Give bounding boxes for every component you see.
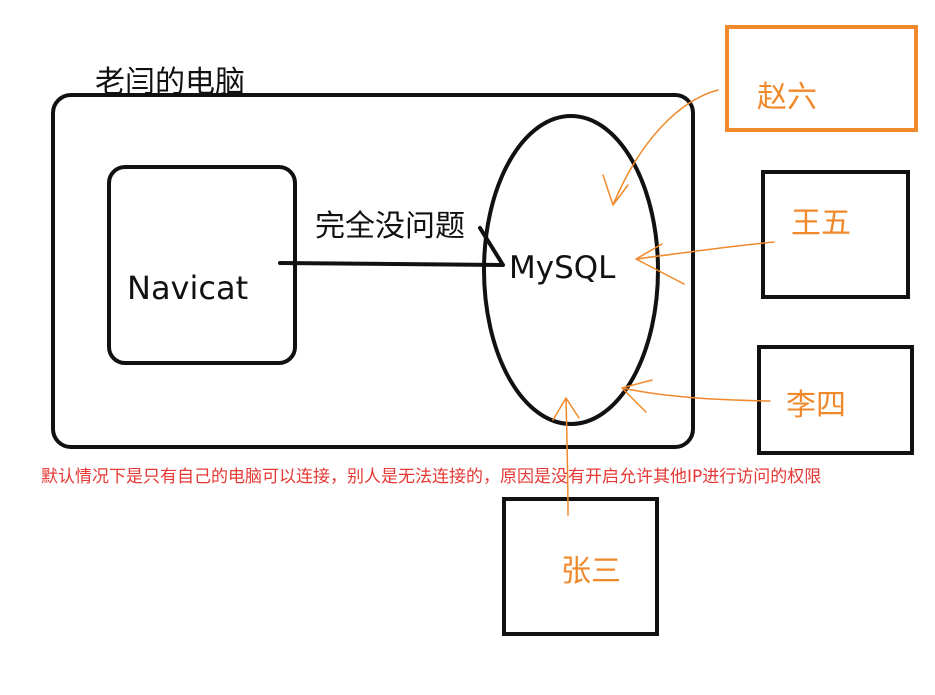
navicat-to-mysql-arrow — [278, 226, 505, 267]
zhangsan-arrow — [552, 397, 580, 516]
mysql-label: MySQL — [509, 250, 616, 286]
navicat-label: Navicat — [127, 269, 249, 307]
person-zhaoliu-label: 赵六 — [757, 80, 817, 115]
boss-computer-box — [51, 93, 695, 449]
person-wangwu-label: 王五 — [791, 206, 851, 241]
zhangsan-box — [502, 497, 659, 636]
connection-label: 完全没问题 — [315, 209, 465, 244]
boss-computer-title: 老闫的电脑 — [95, 65, 245, 100]
lisi-box — [757, 345, 914, 455]
person-lisi-label: 李四 — [786, 388, 846, 423]
zhaoliu-box — [725, 25, 918, 132]
zhaoliu-arrow — [602, 89, 719, 206]
permission-note: 默认情况下是只有自己的电脑可以连接，别人是无法连接的，原因是没有开启允许其他IP… — [41, 467, 822, 487]
navicat-box — [107, 165, 297, 365]
wangwu-arrow — [635, 241, 775, 285]
person-zhangsan-label: 张三 — [561, 554, 621, 589]
wangwu-box — [761, 170, 910, 299]
lisi-arrow — [621, 379, 771, 413]
